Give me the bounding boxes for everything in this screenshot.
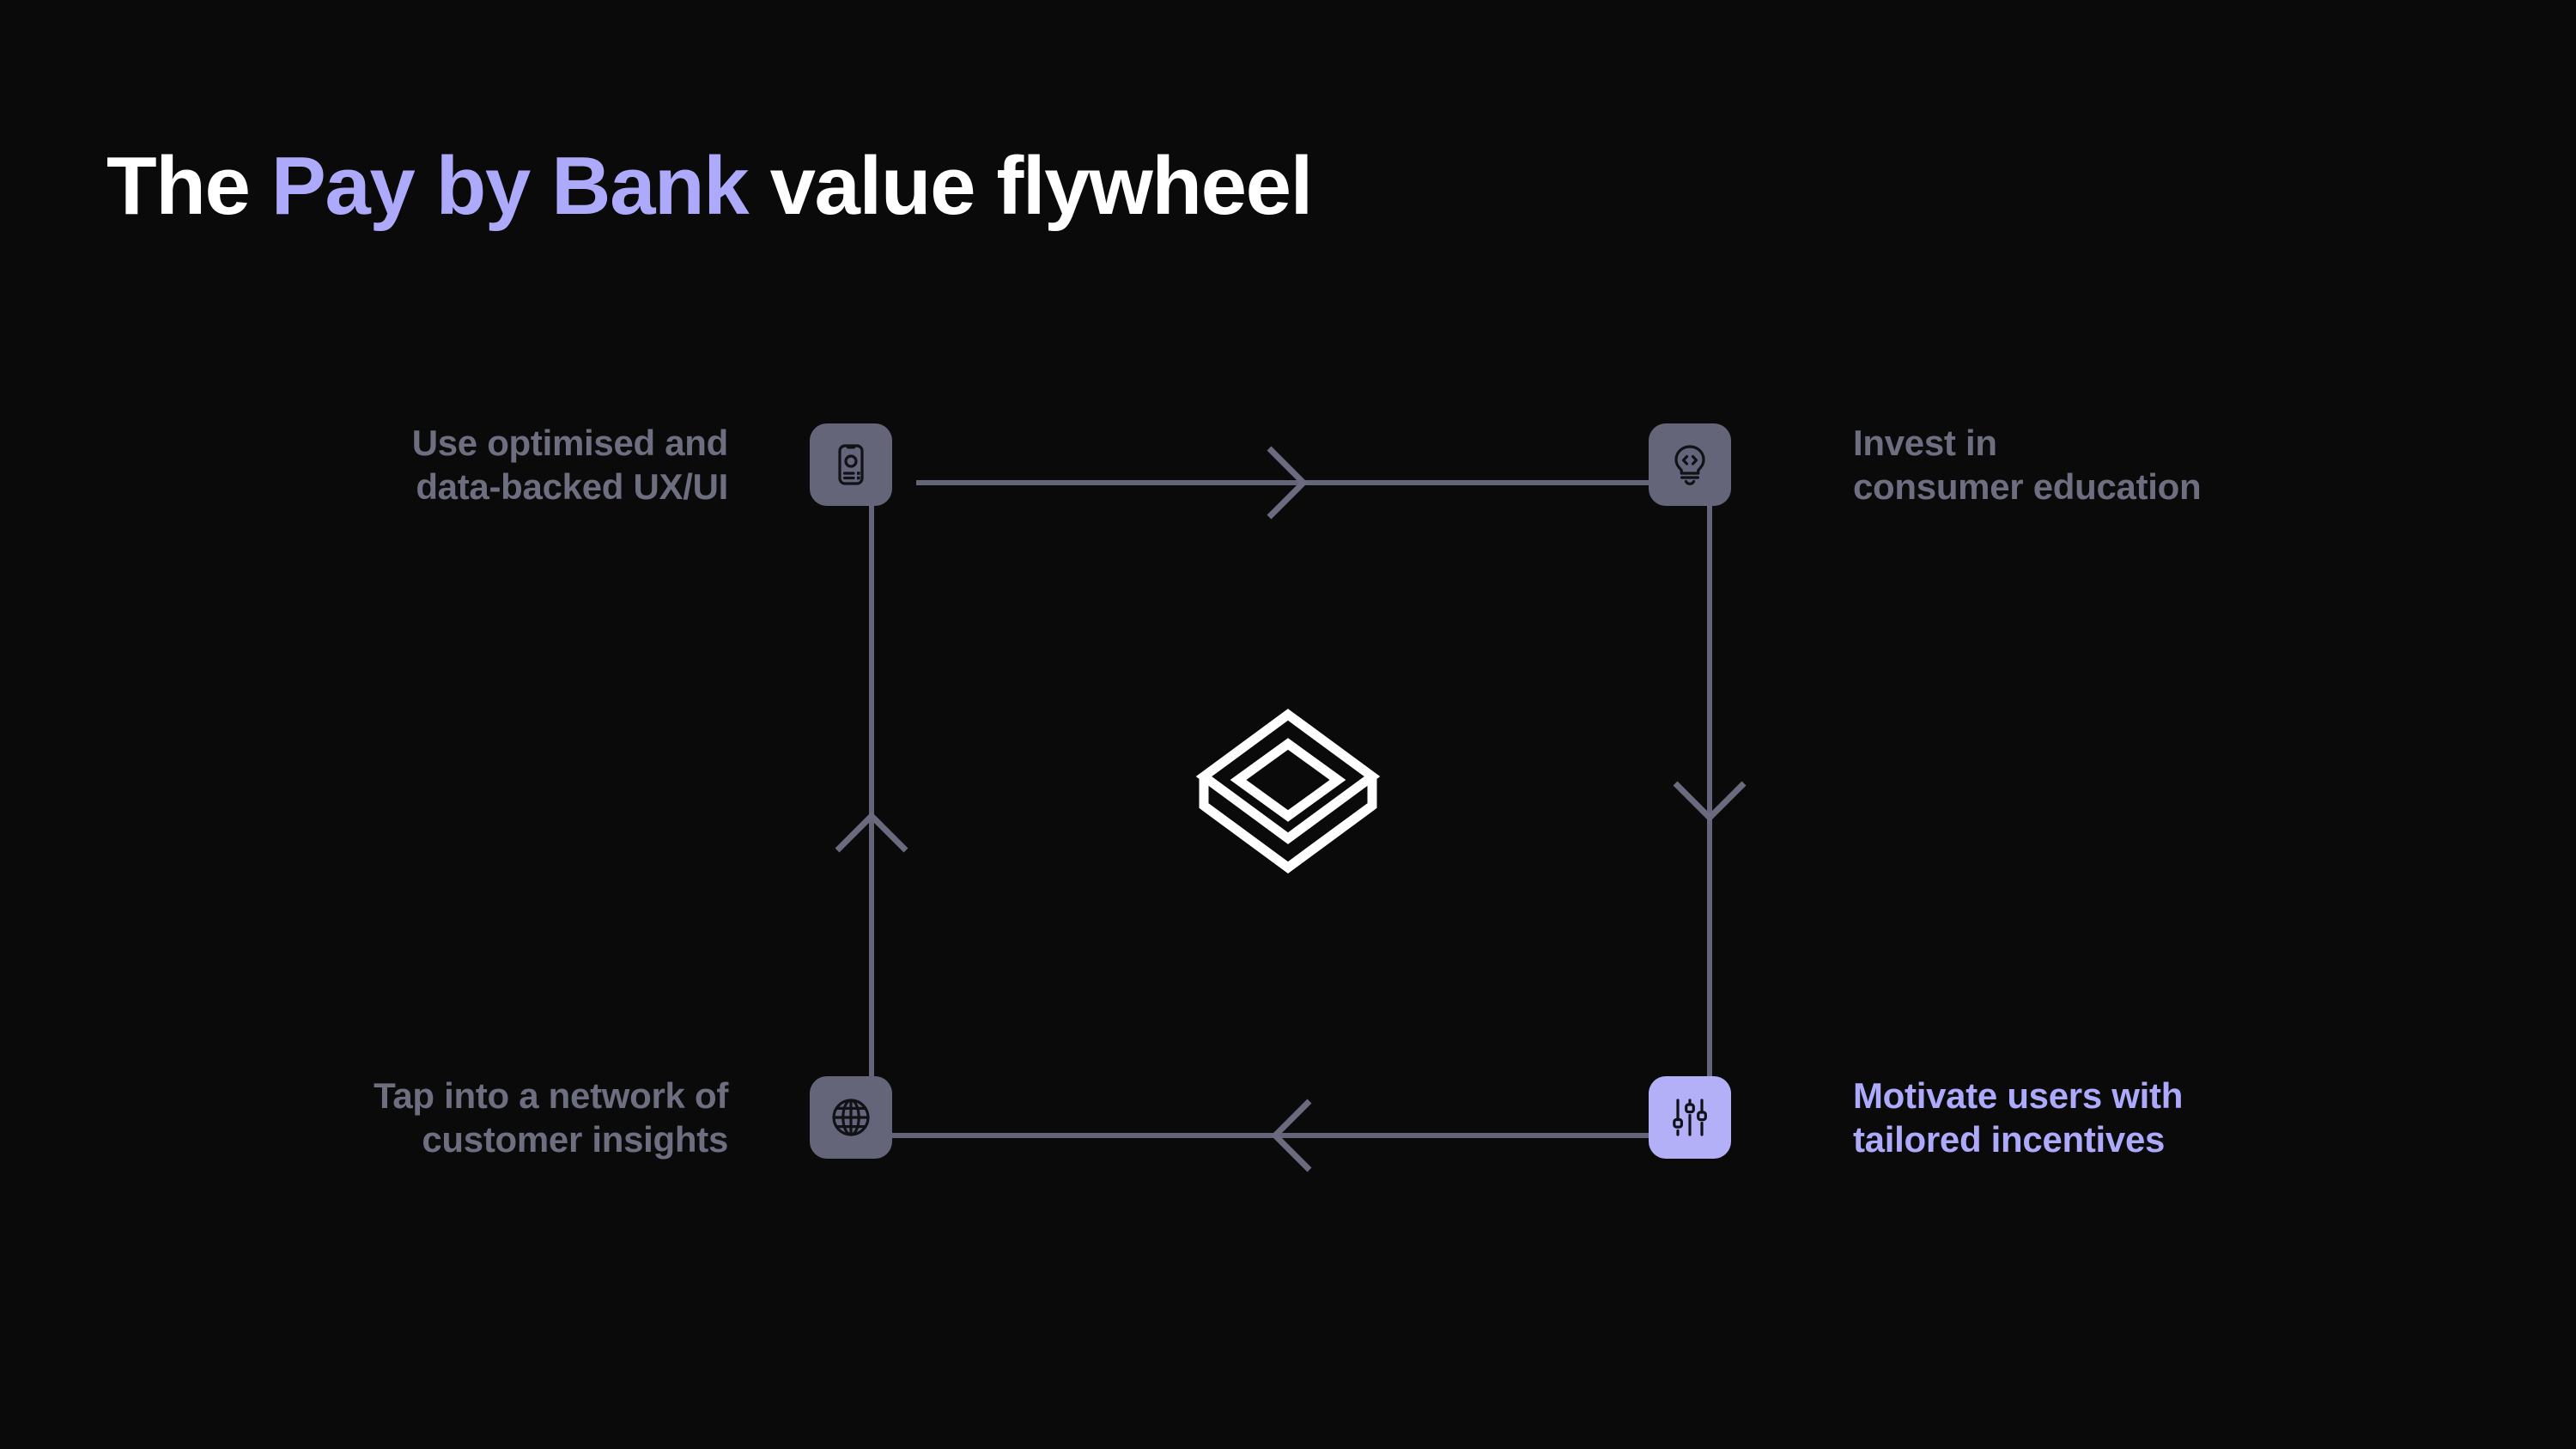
node-label-ux: Use optimised and data-backed UX/UI <box>411 423 729 508</box>
arrow-right-chevron <box>1267 446 1308 520</box>
arrow-up-chevron <box>835 812 908 853</box>
node-tile-ux[interactable] <box>810 423 892 506</box>
lightbulb-code-icon <box>1674 445 1705 485</box>
node-tile-education[interactable] <box>1649 423 1731 506</box>
sliders-icon <box>1673 1099 1707 1136</box>
arrow-left-chevron <box>1271 1099 1312 1172</box>
mobile-ux-icon <box>838 444 864 485</box>
node-tile-incentives[interactable] <box>1649 1076 1731 1159</box>
title-text-before: The <box>106 140 271 233</box>
title-text-after: value flywheel <box>748 140 1314 233</box>
stacked-layers-logo <box>1192 703 1384 895</box>
node-label-insights: Tap into a network of customer insights <box>374 1075 728 1160</box>
page-title: The Pay by Bank value flywheel <box>106 140 1314 233</box>
node-label-education: Invest in consumer education <box>1853 423 2202 508</box>
node-label-incentives: Motivate users with tailored incentives <box>1853 1075 2184 1160</box>
arrow-down-chevron <box>1673 781 1747 822</box>
node-tile-insights[interactable] <box>810 1076 892 1159</box>
title-text-accent: Pay by Bank <box>270 140 750 233</box>
globe-network-icon <box>832 1099 870 1136</box>
